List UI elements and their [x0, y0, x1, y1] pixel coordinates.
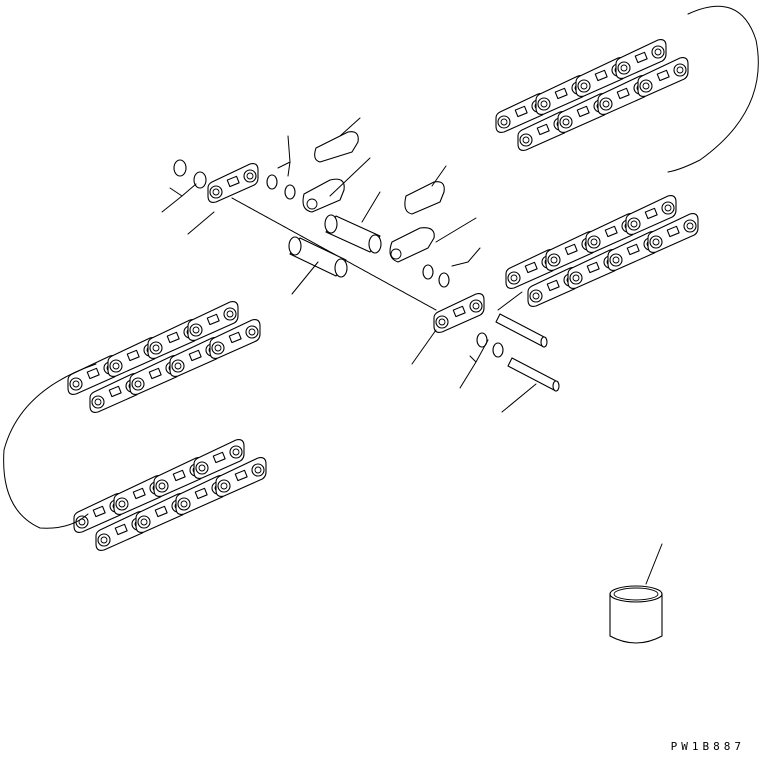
chain-assembly-left-upper [68, 302, 260, 413]
chain-loop-curve-left [3, 363, 97, 529]
chain-assembly-left-lower [74, 440, 266, 551]
pin-upper [495, 313, 548, 348]
exploded-parts [173, 131, 560, 392]
leader-lines [161, 117, 663, 585]
chain-loop-curve-right [667, 5, 759, 173]
drawing-code: PW1B887 [670, 740, 745, 753]
bushing-upper [324, 214, 382, 254]
chain-assembly-right [506, 196, 698, 307]
chain-assembly-top [496, 40, 688, 151]
link-right [433, 293, 485, 333]
link-left [207, 163, 259, 203]
grease-can [609, 585, 663, 644]
pin-lower [507, 357, 560, 392]
bushing-lower [288, 236, 348, 278]
